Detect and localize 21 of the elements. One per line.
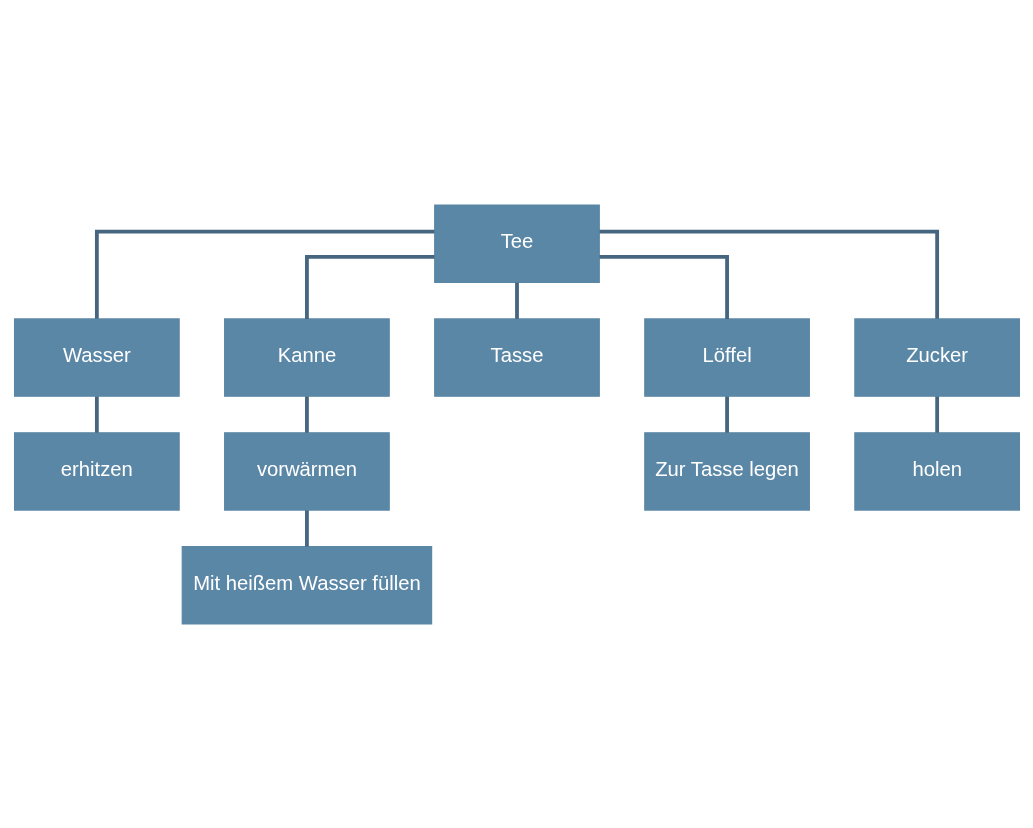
- connector: [304, 395, 309, 433]
- connector: [599, 229, 939, 319]
- node-box: Zucker: [853, 317, 1020, 397]
- connector: [598, 254, 729, 319]
- connector: [94, 395, 99, 433]
- node-box: Zur Tasse legen: [643, 431, 810, 511]
- node-box: holen: [853, 431, 1020, 511]
- node-box: Kanne: [223, 317, 390, 397]
- connector: [304, 254, 435, 319]
- connector: [934, 395, 939, 433]
- node-box: Löffel: [643, 317, 810, 397]
- node-box: Mit heißem Wasser füllen: [181, 545, 432, 625]
- node-box: vorwärmen: [223, 431, 390, 511]
- connector: [94, 229, 434, 319]
- node-box: Tasse: [433, 317, 600, 397]
- node-box: Tee: [433, 203, 600, 283]
- node-box: Wasser: [13, 317, 180, 397]
- connector: [304, 509, 309, 547]
- connector: [724, 395, 729, 433]
- node-box: erhitzen: [13, 431, 180, 511]
- connector: [514, 282, 519, 319]
